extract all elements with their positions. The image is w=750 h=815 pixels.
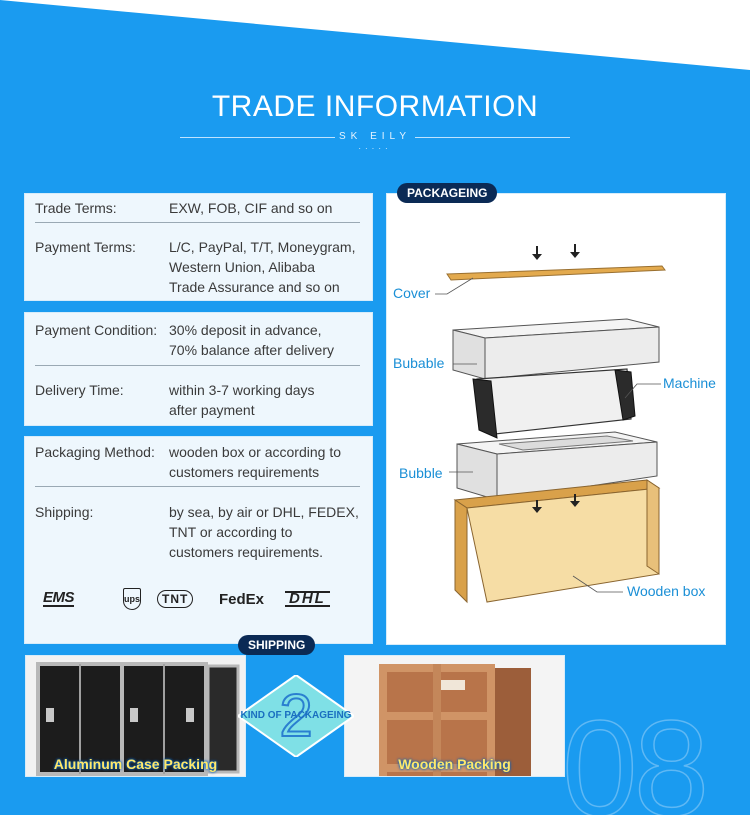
value-line: 70% balance after delivery [169,342,334,358]
shipping-badge: SHIPPING [238,635,316,655]
aluminum-case-photo: Aluminum Case Packing [25,655,246,777]
upper-foam-side [452,329,486,380]
dhl-logo: DHL [285,587,330,611]
fedex-logo-text: FedEx [219,590,265,608]
value-line: by sea, by air or DHL, FEDEX, [169,504,359,520]
diamond-shape [238,675,354,757]
fedex-logo: FedEx [219,587,264,611]
lower-foam-front [496,441,658,501]
trade-terms-value: EXW, FOB, CIF and so on [169,198,369,218]
cover-label: Cover [393,285,431,301]
delivery-time-label: Delivery Time: [35,382,124,398]
ups-logo: ups [123,587,141,611]
tnt-logo: TNT [157,587,194,611]
value-line: wooden box or according to [169,444,341,460]
kind-of-packageing-diamond: 2 KIND OF PACKAGEING [238,675,354,757]
shipping-value: by sea, by air or DHL, FEDEX, TNT or acc… [169,502,369,562]
delivery-time-value: within 3-7 working days after payment [169,380,369,420]
title-line-right [415,137,570,138]
machine-body [476,368,632,435]
divider [35,222,360,223]
payment-condition-label: Payment Condition: [35,322,158,338]
machine-leader-line [624,383,661,399]
top-white-wedge [0,0,750,70]
payment-terms-value: L/C, PayPal, T/T, Moneygram, Western Uni… [169,237,369,297]
divider [35,365,360,366]
packageing-badge: PACKAGEING [397,183,498,203]
down-arrow-icon [532,500,542,513]
carrier-logos: EMS ups TNT FedEx DHL [39,587,359,611]
machine-end-cap [472,378,498,439]
value-line: Western Union, Alibaba [169,259,316,275]
down-arrow-icon [570,494,580,507]
lower-foam-cavity [498,435,634,451]
value-line: 30% deposit in advance, [169,322,322,338]
bubable-label: Bubable [393,355,445,371]
diamond-number: 2 [278,681,313,750]
dhl-logo-text: DHL [285,591,330,607]
packaging-illustration-panel: Cover Bubable Machine Bubble Wooden box [386,193,726,645]
upper-foam-front [484,326,660,380]
title-line-left [180,137,335,138]
wooden-crate-illustration [345,656,564,776]
diamond-text: KIND OF PACKAGEING [240,710,352,721]
cover-leader-line [435,277,474,295]
packaging-method-label: Packaging Method: [35,444,155,460]
payment-condition-value: 30% deposit in advance, 70% balance afte… [169,320,369,360]
wooden-box-right [646,479,660,575]
title-dots: ····· [358,144,392,153]
down-arrow-icon [570,244,580,258]
aluminum-case-illustration [26,656,245,776]
machine-label: Machine [663,375,716,391]
shipping-label: Shipping: [35,504,94,520]
value-line: Trade Assurance and so on [169,279,340,295]
trade-terms-card: Trade Terms: EXW, FOB, CIF and so on Pay… [24,193,373,301]
value-line: EXW, FOB, CIF and so on [169,200,333,216]
packaging-card: Packaging Method: wooden box or accordin… [24,436,373,644]
wooden-box-side [454,499,468,604]
machine-end-cap [614,369,636,421]
ups-logo-text: ups [123,588,141,610]
wooden-packing-label: Wooden Packing [398,756,511,772]
payment-card: Payment Condition: 30% deposit in advanc… [24,312,373,426]
tnt-logo-text: TNT [157,590,194,608]
value-line: TNT or according to [169,524,293,540]
brand-name: SK EILY [338,131,412,142]
value-line: customers requirements. [169,544,324,560]
wooden-box-label: Wooden box [627,583,705,599]
bubble-label: Bubble [399,465,443,481]
value-line: customers requirements [169,464,320,480]
packaging-method-value: wooden box or according to customers req… [169,442,369,482]
wooden-box-leader-line [572,575,623,593]
divider [35,486,360,487]
down-arrow-icon [532,246,542,260]
ems-logo: EMS [43,587,75,611]
ems-logo-text: EMS [43,589,75,607]
payment-terms-label: Payment Terms: [35,239,136,255]
cover-board [446,265,666,281]
aluminum-case-label: Aluminum Case Packing [53,756,218,772]
value-line: L/C, PayPal, T/T, Moneygram, [169,239,356,255]
trade-terms-label: Trade Terms: [35,200,117,216]
page-title: TRADE INFORMATION [211,90,539,123]
value-line: within 3-7 working days [169,382,315,398]
wooden-packing-photo: Wooden Packing [344,655,565,777]
value-line: after payment [169,402,255,418]
section-number-watermark: 08 [561,692,710,815]
packaging-exploded-diagram: Cover Bubable Machine Bubble Wooden box [393,244,716,604]
